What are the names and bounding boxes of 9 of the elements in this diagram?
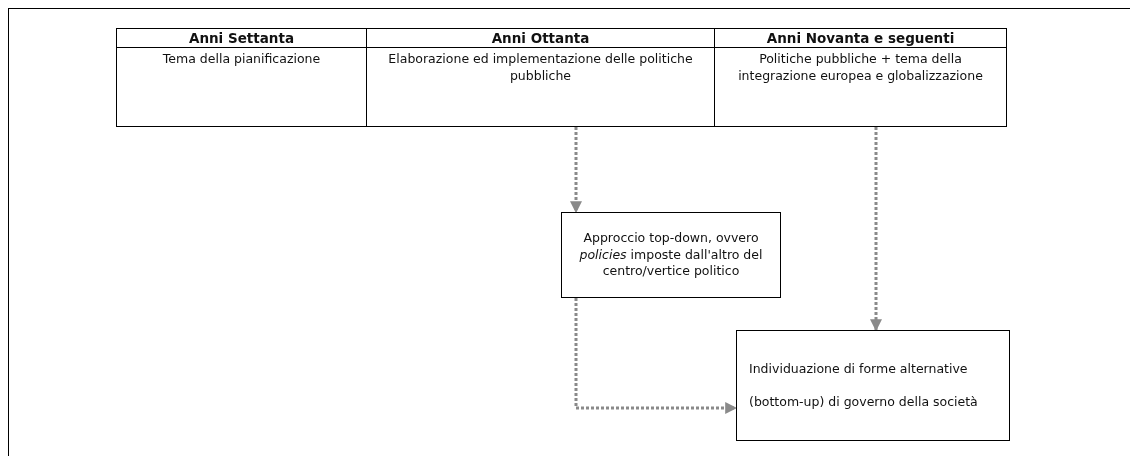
table-header-cell: Anni Settanta [116, 28, 367, 48]
table-cell: Politiche pubbliche + tema della integrazione europea e globalizzazione [714, 47, 1007, 127]
process-box: Individuazione di forme alternative (bottom-up) di governo della società [736, 330, 1010, 441]
dashed-arrow [574, 298, 738, 414]
dashed-arrow [870, 127, 882, 332]
dashed-arrow [570, 127, 582, 214]
process-box: Approccio top-down, ovvero policies imposte dall'altro del centro/vertice politico [561, 212, 781, 298]
table-header-cell: Anni Novanta e seguenti [714, 28, 1007, 48]
table-cell: Tema della pianificazione [116, 47, 367, 127]
